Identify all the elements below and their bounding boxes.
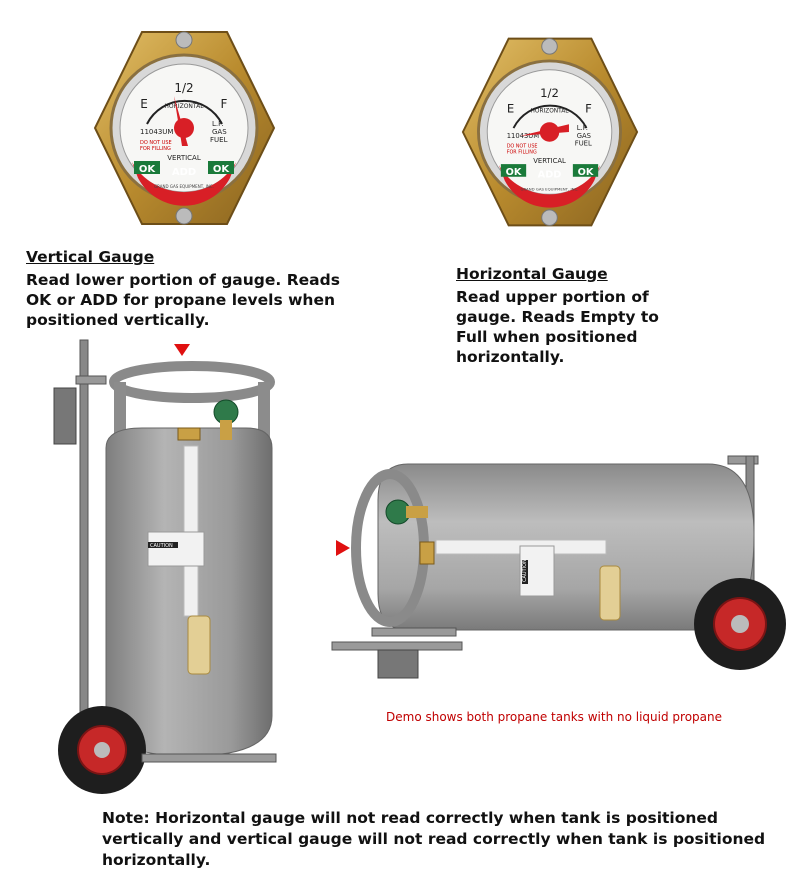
horizontal-gauge-image: 1/2 E F HORIZONTAL 11043UM L.P. GAS FUEL… bbox=[461, 37, 639, 227]
ok-left-label: OK bbox=[506, 167, 522, 178]
scale-full-label: F bbox=[585, 102, 592, 116]
horizontal-description-line: gauge. Reads Empty to bbox=[456, 308, 659, 326]
horizontal-gauge-heading: Horizontal Gauge bbox=[456, 265, 608, 283]
scale-empty-label: E bbox=[507, 102, 514, 116]
scale-empty-label: E bbox=[140, 97, 148, 111]
scale-half-label: 1/2 bbox=[540, 86, 559, 100]
warning-line-1: DO NOT USE bbox=[507, 144, 538, 150]
horizontal-tank-image: CAUTION bbox=[331, 455, 786, 679]
vertical-description-line: positioned vertically. bbox=[26, 311, 210, 329]
gas-label: GAS bbox=[212, 128, 227, 136]
vertical-label: VERTICAL bbox=[533, 157, 566, 165]
ok-right-label: OK bbox=[213, 164, 231, 175]
horizontal-gauge-description: Read upper portion of gauge. Reads Empty… bbox=[456, 287, 659, 367]
gas-label: GAS bbox=[577, 132, 591, 140]
lp-label: L.P. bbox=[577, 124, 588, 132]
gauge-needle bbox=[520, 122, 569, 142]
horizontal-label: HORIZONTAL bbox=[164, 103, 204, 110]
maker-label: GRAND GAS EQUIPMENT, INC. bbox=[521, 186, 579, 191]
note-line: horizontally. bbox=[102, 851, 211, 869]
lp-label: L.P. bbox=[212, 120, 223, 128]
horizontal-label: HORIZONTAL bbox=[530, 109, 569, 115]
bottom-note: Note: Horizontal gauge will not read cor… bbox=[102, 808, 792, 871]
vertical-tank-image: CAUTION bbox=[53, 339, 277, 794]
scale-half-label: 1/2 bbox=[174, 81, 193, 95]
caution-label: CAUTION bbox=[150, 543, 173, 549]
horizontal-description-line: horizontally. bbox=[456, 348, 565, 366]
add-label: ADD bbox=[172, 167, 196, 178]
fuel-label: FUEL bbox=[575, 140, 592, 148]
warning-line-2: FOR FILLING bbox=[140, 146, 171, 152]
ok-right-label: OK bbox=[578, 167, 594, 178]
note-line: Note: Horizontal gauge will not read cor… bbox=[102, 809, 719, 827]
note-line: vertically and vertical gauge will not r… bbox=[102, 830, 766, 848]
model-label: 11043UM bbox=[507, 132, 540, 140]
horizontal-description-line: Read upper portion of bbox=[456, 288, 649, 306]
ok-left-label: OK bbox=[139, 164, 157, 175]
add-label: ADD bbox=[538, 170, 562, 181]
red-arrow-indicator bbox=[336, 540, 350, 556]
scale-full-label: F bbox=[221, 97, 228, 111]
warning-line-2: FOR FILLING bbox=[507, 149, 537, 155]
fuel-label: FUEL bbox=[210, 136, 228, 144]
red-arrow-indicator bbox=[174, 344, 190, 356]
warning-line-1: DO NOT USE bbox=[140, 140, 172, 146]
vertical-description-line: Read lower portion of gauge. Reads bbox=[26, 271, 340, 289]
maker-label: GRAND GAS EQUIPMENT, INC. bbox=[154, 184, 214, 189]
vertical-gauge-heading: Vertical Gauge bbox=[26, 248, 155, 266]
vertical-gauge-image: 1/2 E F HORIZONTAL 11043UM L.P. GAS FUEL… bbox=[93, 31, 276, 225]
demo-note: Demo shows both propane tanks with no li… bbox=[386, 710, 722, 724]
vertical-label: VERTICAL bbox=[167, 154, 201, 162]
model-label: 11043UM bbox=[140, 128, 173, 136]
gauge-needle bbox=[174, 96, 194, 146]
vertical-description-line: OK or ADD for propane levels when bbox=[26, 291, 335, 309]
horizontal-description-line: Full when positioned bbox=[456, 328, 638, 346]
caution-label: CAUTION bbox=[522, 559, 528, 582]
vertical-gauge-description: Read lower portion of gauge. Reads OK or… bbox=[26, 270, 340, 330]
